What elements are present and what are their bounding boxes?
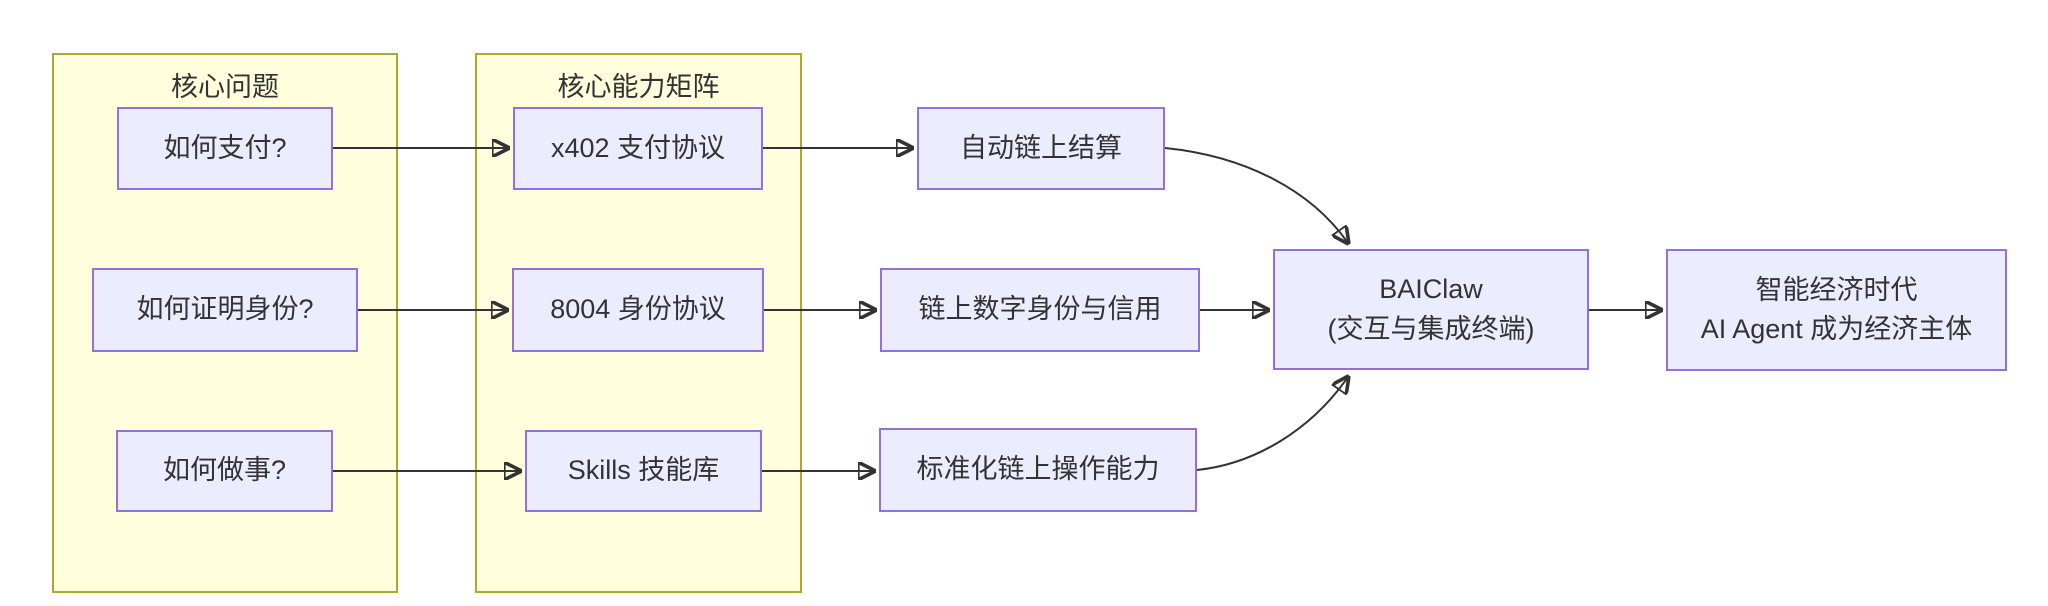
node-how-to-act-label: 如何做事? xyxy=(162,455,287,486)
node-x402-payment-protocol-label: x402 支付协议 xyxy=(550,132,726,163)
node-how-to-pay-label: 如何支付? xyxy=(163,132,287,163)
edge-standard-to-baiclaw xyxy=(1196,377,1348,471)
node-how-to-prove-identity: 如何证明身份? xyxy=(92,268,358,352)
node-x402-payment-protocol: x402 支付协议 xyxy=(513,107,763,190)
node-how-to-act: 如何做事? xyxy=(116,430,333,512)
node-8004-identity-protocol-label: 8004 身份协议 xyxy=(550,294,726,325)
node-standardized-onchain-ops-label: 标准化链上操作能力 xyxy=(916,454,1160,485)
node-how-to-pay: 如何支付? xyxy=(117,107,333,190)
node-skills-library-label: Skills 技能库 xyxy=(567,455,720,486)
node-intelligent-economy-goal-line2: AI Agent 成为经济主体 xyxy=(1700,314,1973,344)
node-how-to-prove-identity-label: 如何证明身份? xyxy=(136,294,314,325)
cluster-core-questions-title: 核心问题 xyxy=(171,72,279,102)
node-skills-library: Skills 技能库 xyxy=(525,430,762,512)
node-intelligent-economy-goal-line1: 智能经济时代 xyxy=(1755,274,1918,305)
node-8004-identity-protocol: 8004 身份协议 xyxy=(512,268,764,352)
node-standardized-onchain-ops: 标准化链上操作能力 xyxy=(879,428,1197,512)
node-onchain-identity-credit-label: 链上数字身份与信用 xyxy=(918,294,1162,325)
node-onchain-identity-credit: 链上数字身份与信用 xyxy=(880,268,1200,352)
node-auto-onchain-settlement: 自动链上结算 xyxy=(917,107,1165,190)
node-baiclaw-terminal-line1: BAIClaw xyxy=(1379,274,1483,305)
node-auto-onchain-settlement-label: 自动链上结算 xyxy=(960,132,1122,163)
cluster-core-capabilities-title: 核心能力矩阵 xyxy=(557,72,720,102)
node-baiclaw-terminal-line2: (交互与集成终端) xyxy=(1327,313,1535,344)
node-baiclaw-terminal: BAIClaw (交互与集成终端) xyxy=(1273,249,1589,370)
edge-settlement-to-baiclaw xyxy=(1164,147,1348,243)
node-intelligent-economy-goal: 智能经济时代 AI Agent 成为经济主体 xyxy=(1666,249,2007,371)
